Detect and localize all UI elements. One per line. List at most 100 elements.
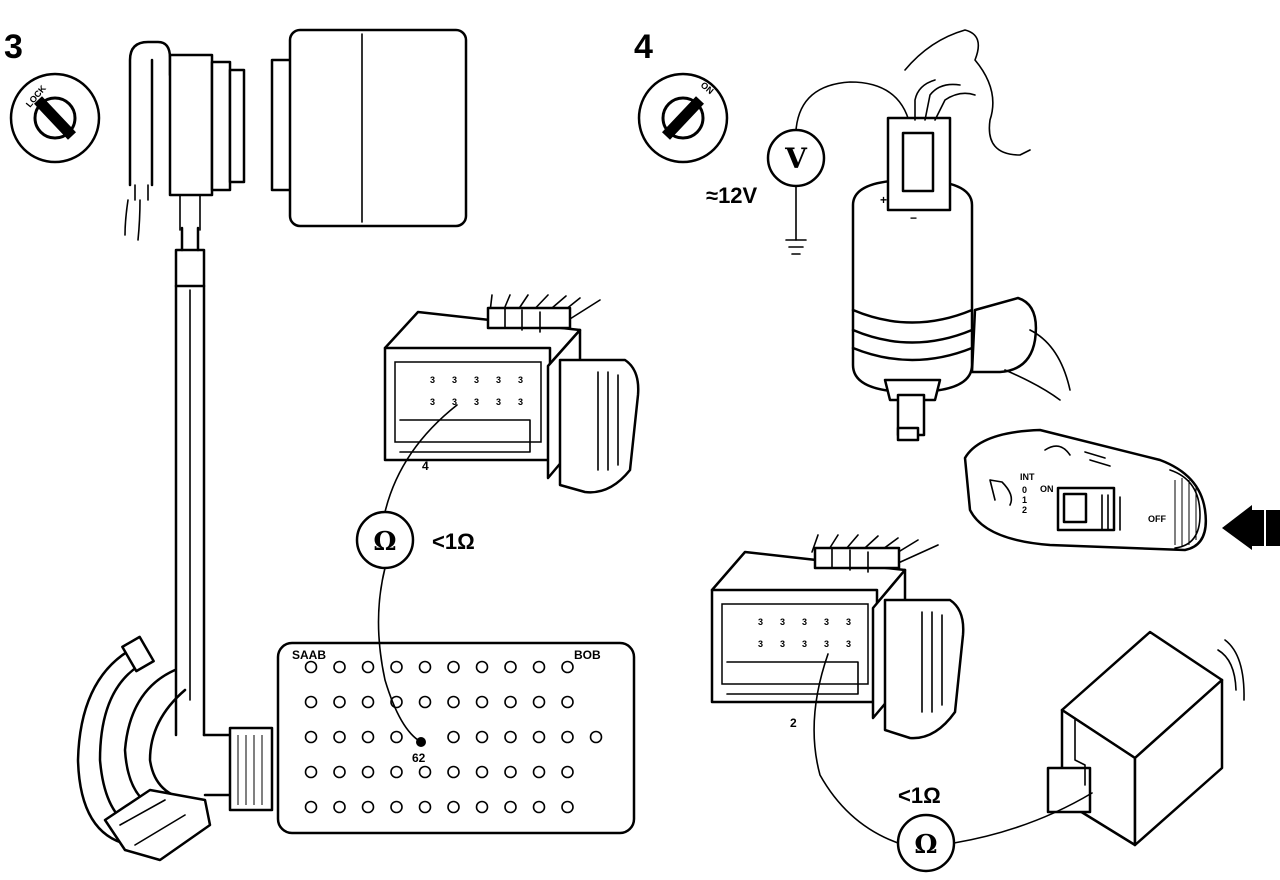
bob-pin-hole [504, 765, 517, 779]
svg-text:3: 3 [758, 617, 763, 627]
step-4-label: 4 [634, 28, 653, 66]
bob-cable [76, 226, 274, 862]
bob-pin-hole [390, 660, 403, 674]
bob-pin-hole [475, 800, 489, 814]
pump-plus-label: + [880, 193, 887, 207]
ohmmeter-right: Ω <1Ω [813, 653, 1093, 873]
step-3-label: 3 [4, 28, 23, 66]
bob-pin-hole [361, 730, 375, 744]
bob-pin-hole [532, 730, 546, 744]
svg-text:3: 3 [474, 375, 479, 385]
pump-minus-label: − [910, 211, 917, 225]
svg-text:3: 3 [802, 617, 807, 627]
svg-text:3: 3 [518, 375, 523, 385]
bob-pin-hole [418, 695, 432, 709]
bob-pin-hole [361, 695, 375, 709]
ohm-icon-left: Ω [373, 527, 396, 557]
ignition-switch-on-icon: ON [637, 72, 729, 164]
ohm-icon-right: Ω [914, 830, 937, 860]
ohmmeter-left: Ω <1Ω [355, 404, 475, 747]
bob-pin-hole [532, 800, 546, 814]
bob-pin-hole [333, 800, 346, 814]
bob-pin-hole [390, 765, 403, 779]
resistance-value-right: <1Ω [898, 783, 941, 808]
svg-text:3: 3 [518, 397, 523, 407]
bob-pin-hole [418, 765, 432, 779]
svg-text:3: 3 [758, 639, 763, 649]
svg-text:3: 3 [846, 639, 851, 649]
stalk-int-label: INT [1020, 472, 1035, 482]
bob-saab-label: SAAB [292, 648, 326, 662]
bob-pin-hole [532, 695, 546, 709]
svg-text:3: 3 [846, 617, 851, 627]
bob-pin-hole [447, 695, 460, 709]
bob-pin-hole [561, 730, 574, 744]
breakout-box: SAAB BOB 62 [276, 641, 636, 835]
bob-pin-hole [475, 695, 489, 709]
connector-pin-4-label: 4 [422, 459, 429, 473]
bob-pin-hole [304, 660, 318, 674]
volt-icon: V [784, 142, 808, 175]
ignition-switch-lock-icon: LOCK [9, 72, 101, 164]
bob-pin-hole [504, 660, 517, 674]
svg-text:3: 3 [780, 639, 785, 649]
bob-pin-grid [304, 660, 603, 814]
svg-text:3: 3 [824, 617, 829, 627]
svg-text:3: 3 [452, 397, 457, 407]
svg-text:3: 3 [430, 375, 435, 385]
bob-pin-hole [532, 660, 546, 674]
bob-pin-hole [333, 695, 346, 709]
bob-pin-hole [447, 730, 460, 744]
bob-pin-hole [304, 800, 318, 814]
bob-pin-hole [447, 800, 460, 814]
bob-pin-hole [361, 765, 375, 779]
voltage-value: ≈12V [706, 183, 758, 208]
bob-pin-hole [561, 765, 574, 779]
stalk-pos-1: 1 [1022, 495, 1027, 505]
relay-module [270, 28, 468, 228]
svg-text:3: 3 [452, 375, 457, 385]
bob-pin-hole [475, 765, 489, 779]
stalk-off-label: OFF [1148, 514, 1166, 524]
bob-pin-hole [561, 800, 574, 814]
stalk-pos-2: 2 [1022, 505, 1027, 515]
bob-label: BOB [574, 648, 601, 662]
svg-text:3: 3 [496, 375, 501, 385]
voltmeter: V ≈12V [706, 81, 911, 255]
bob-pin-hole [333, 730, 346, 744]
bob-pin-hole [504, 800, 517, 814]
bob-pin-hole [361, 660, 375, 674]
bob-pin-62-label: 62 [412, 751, 426, 765]
bob-pin-hole [333, 765, 346, 779]
bob-pin-hole [390, 730, 403, 744]
stalk-on-label: ON [1040, 484, 1054, 494]
bob-pin-hole [504, 695, 517, 709]
bob-pin-hole [447, 660, 460, 674]
bob-pin-62-dot [416, 737, 426, 747]
bob-pin-hole [418, 660, 432, 674]
bob-pin-hole [304, 695, 318, 709]
relay-module-right [1046, 630, 1245, 847]
relay-socket-assembly [124, 40, 246, 241]
connector-pin-2-label: 2 [790, 716, 797, 730]
resistance-value-left: <1Ω [432, 529, 475, 554]
bob-pin-hole [504, 730, 517, 744]
bob-pin-hole [561, 660, 574, 674]
washer-pump: + − [851, 29, 1071, 442]
bob-pin-hole [304, 765, 318, 779]
wiper-stalk: INT 0 1 2 ON OFF [963, 428, 1208, 552]
bob-pin-hole [532, 765, 546, 779]
bob-pin-hole [418, 800, 432, 814]
bob-pin-hole [475, 730, 489, 744]
bob-pin-hole [589, 730, 603, 744]
bob-pin-hole [447, 765, 460, 779]
press-arrow-icon [1222, 505, 1280, 550]
stalk-pos-0: 0 [1022, 485, 1027, 495]
bob-pin-hole [561, 695, 574, 709]
svg-text:3: 3 [824, 639, 829, 649]
bob-pin-hole [361, 800, 375, 814]
bob-pin-hole [304, 730, 318, 744]
